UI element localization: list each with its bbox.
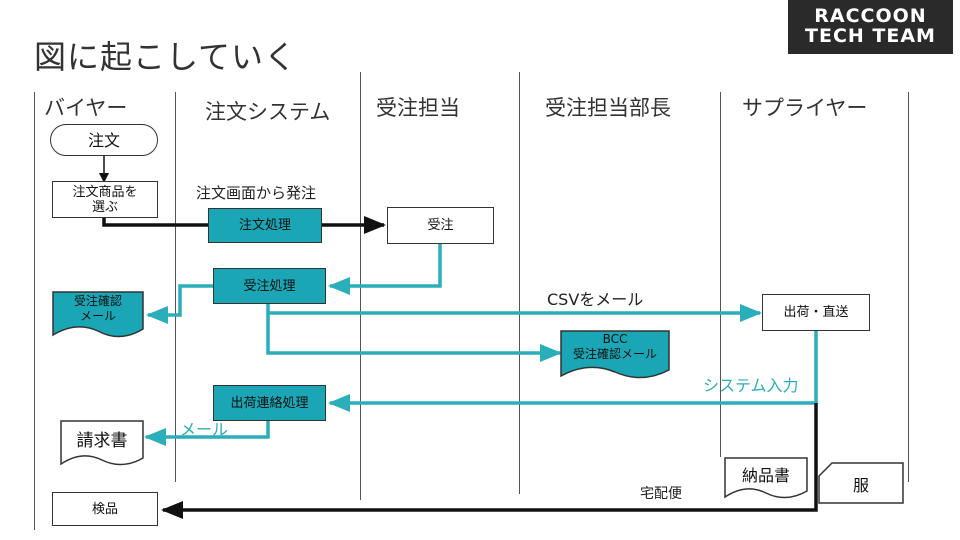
order-processing-node: 注文処理 xyxy=(208,208,322,243)
lane-divider-2 xyxy=(175,92,176,482)
clothes-card-shape xyxy=(818,462,904,504)
invoice-label: 請求書 xyxy=(76,431,128,451)
lane-divider-4 xyxy=(519,72,520,494)
raccoon-tech-team-logo: RACCOON TECH TEAM xyxy=(788,0,953,54)
edge-label-courier: 宅配便 xyxy=(640,486,682,502)
lane-divider-6 xyxy=(908,92,909,482)
edge-bcc xyxy=(266,313,562,362)
edge-received-to-processing xyxy=(328,244,442,295)
bcc-mail-text: BCC 受注確認メール xyxy=(560,332,670,362)
bcc-line1: BCC xyxy=(602,332,628,346)
lane-header-order-staff: 受注担当 xyxy=(376,96,460,120)
logo-line2: TECH TEAM xyxy=(805,25,936,47)
lane-header-order-system: 注文システム xyxy=(205,100,331,124)
confirm-mail-line2: メール xyxy=(79,309,116,323)
delivery-note-document xyxy=(724,457,808,499)
inspection-node: 検品 xyxy=(52,492,158,526)
order-received-processing-label: 受注処理 xyxy=(243,278,296,294)
order-received-processing-node: 受注処理 xyxy=(213,268,326,304)
logo-line1: RACCOON xyxy=(814,5,927,27)
lane-divider-1 xyxy=(34,92,35,530)
edge-label-mail: メール xyxy=(180,420,229,439)
confirm-mail-line1: 受注確認 xyxy=(73,294,122,308)
edge-mail-to-invoice xyxy=(144,421,270,446)
edge-label-system-input: システム入力 xyxy=(703,376,799,395)
clothes-label: 服 xyxy=(852,476,869,495)
invoice-document xyxy=(60,420,144,466)
edge-label-order-from-screen: 注文画面から発注 xyxy=(196,184,317,202)
lane-divider-5 xyxy=(720,92,721,457)
delivery-note-label: 納品書 xyxy=(741,466,790,485)
order-received-node: 受注 xyxy=(387,207,494,244)
order-start-label: 注文 xyxy=(87,130,120,150)
order-received-label: 受注 xyxy=(427,218,454,233)
shipping-notice-processing-label: 出荷連絡処理 xyxy=(230,395,309,411)
confirm-mail-document xyxy=(52,291,144,338)
bcc-mail-document xyxy=(560,330,670,379)
order-processing-label: 注文処理 xyxy=(238,218,291,233)
edge-courier xyxy=(161,403,818,519)
order-start-node: 注文 xyxy=(50,124,158,156)
lane-header-supplier: サプライヤー xyxy=(742,96,868,120)
ship-direct-node: 出荷・直送 xyxy=(762,294,870,331)
edge-csv-mail xyxy=(266,304,762,322)
confirm-mail-text: 受注確認 メール xyxy=(52,294,144,324)
shipping-notice-processing-node: 出荷連絡処理 xyxy=(213,385,326,421)
select-products-line1: 注文商品を xyxy=(72,184,138,200)
edge-processing-to-confirm-mail xyxy=(146,284,213,324)
bcc-line2: 受注確認メール xyxy=(572,347,657,361)
lane-header-buyer: バイヤー xyxy=(44,96,128,120)
select-products-line2: 選ぶ xyxy=(91,199,118,215)
ship-direct-label: 出荷・直送 xyxy=(783,305,849,320)
page-title: 図に起こしていく xyxy=(34,38,298,76)
select-products-node: 注文商品を 選ぶ xyxy=(52,181,158,218)
lane-header-order-manager: 受注担当部長 xyxy=(545,96,671,120)
inspection-label: 検品 xyxy=(91,501,118,517)
edge-label-csv-mail: CSVをメール xyxy=(547,290,644,309)
